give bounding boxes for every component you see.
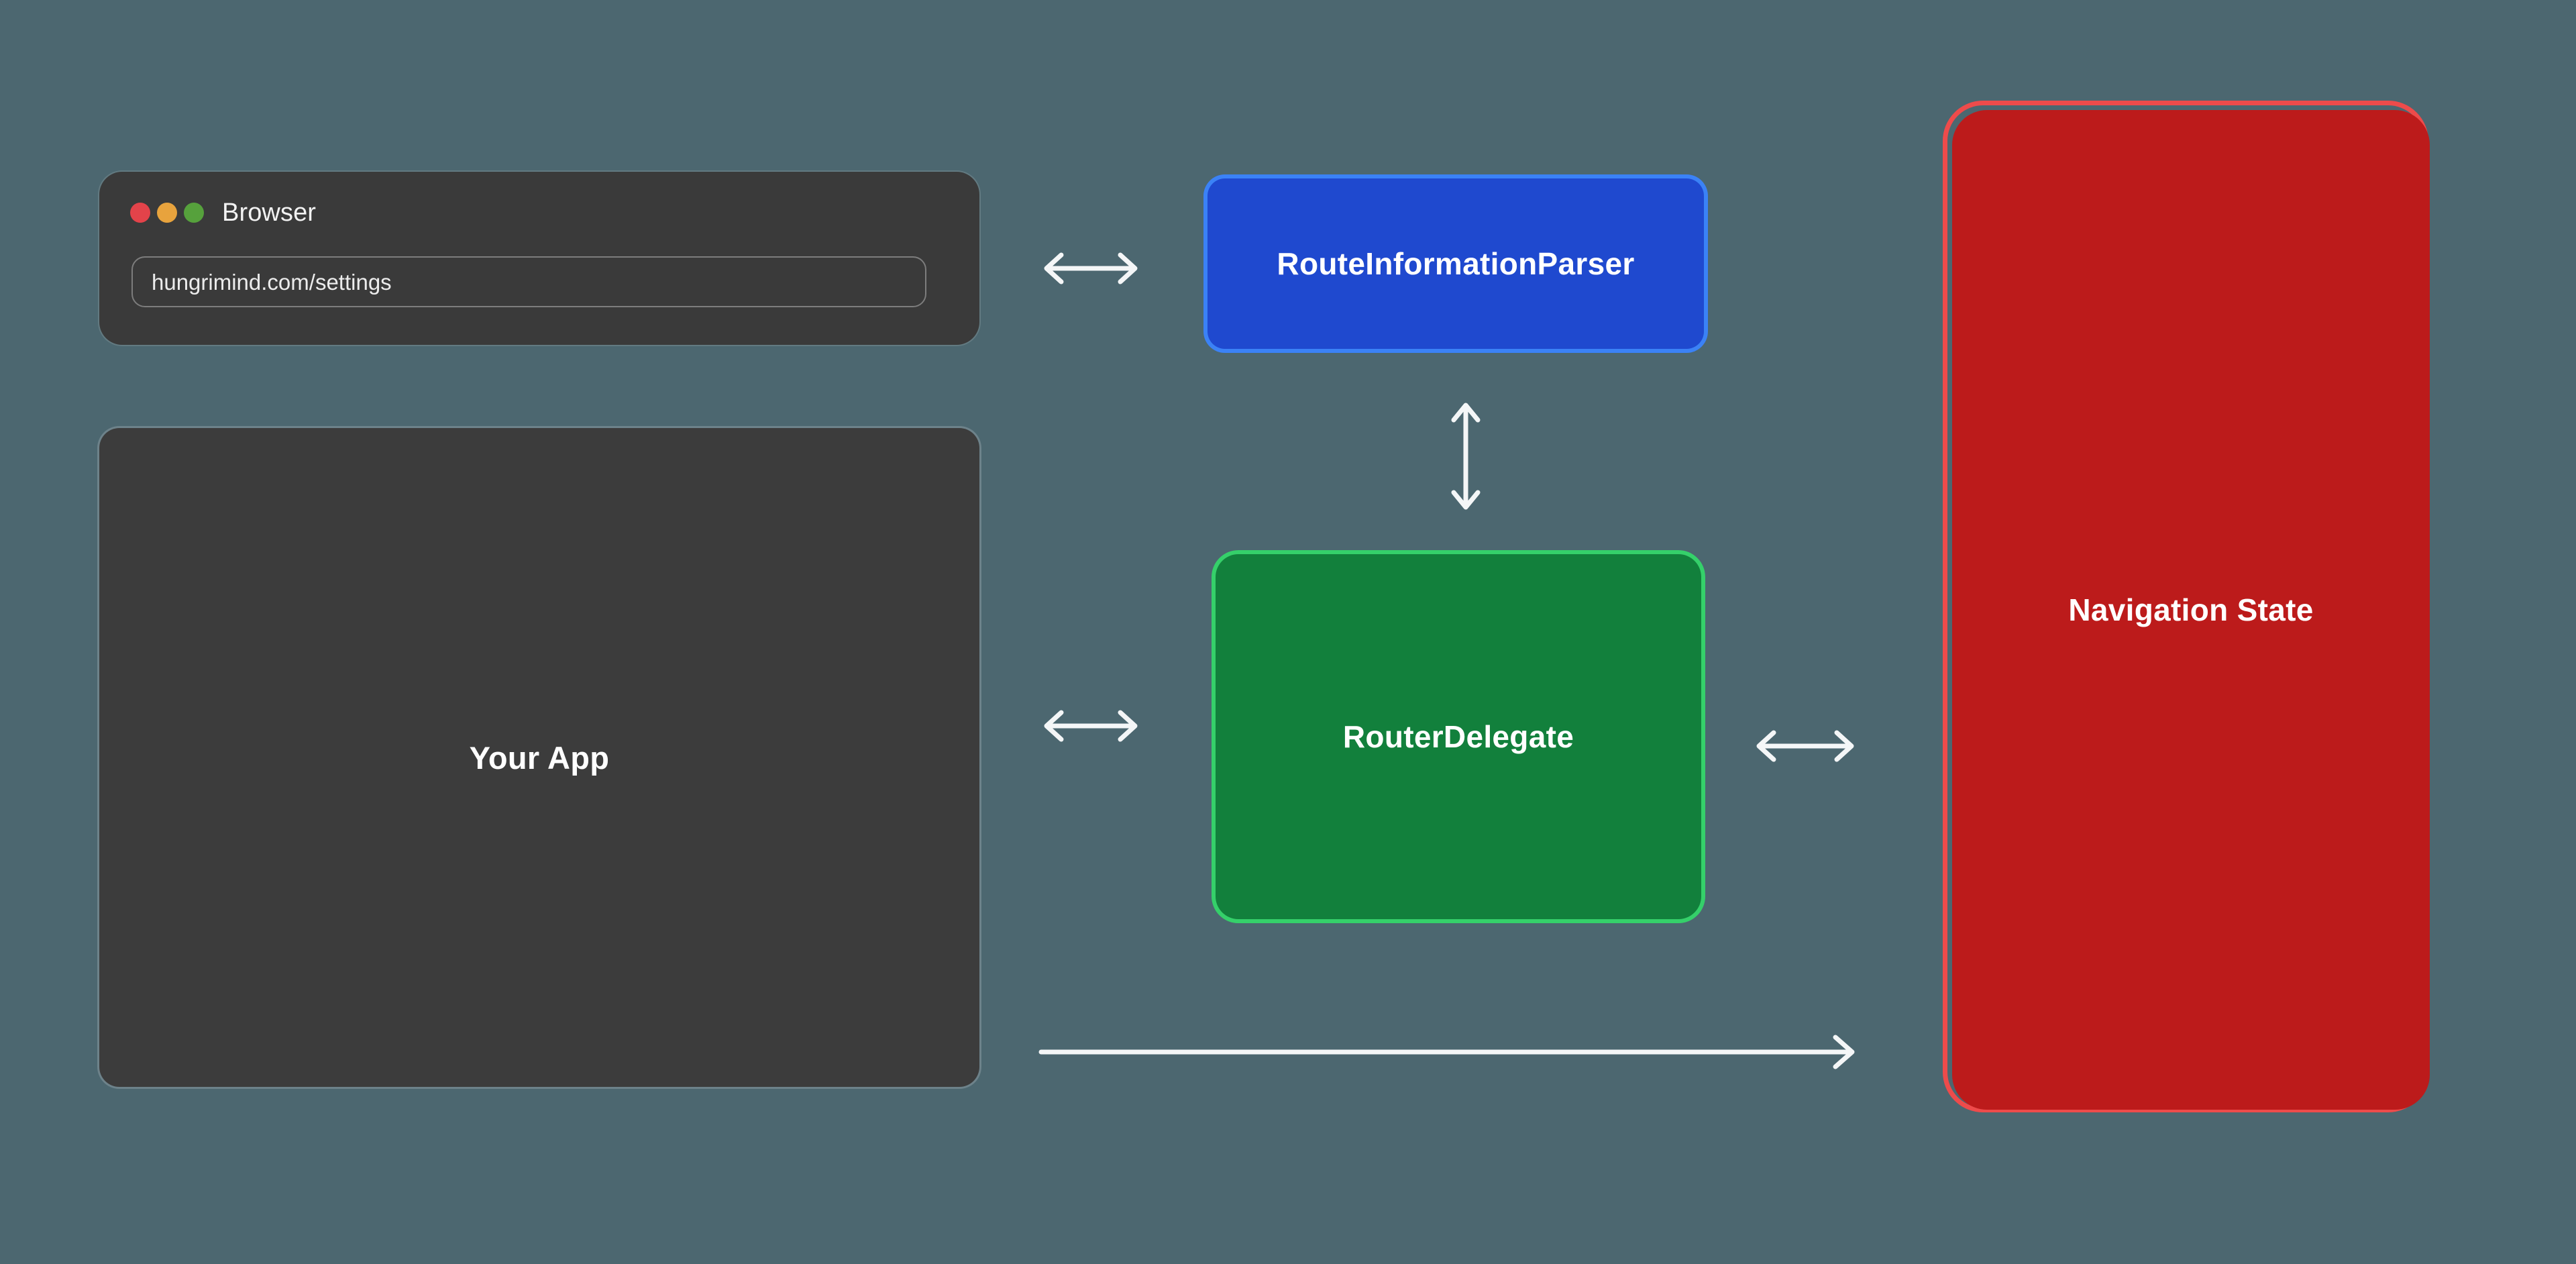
arrow-browser-to-parser-icon — [1038, 248, 1143, 288]
arrow-app-to-delegate-icon — [1038, 706, 1143, 746]
your-app-panel: Your App — [99, 428, 979, 1087]
navigation-state-label: Navigation State — [2068, 592, 2314, 627]
browser-window: Browser hungrimind.com/settings — [99, 172, 979, 345]
your-app-label: Your App — [469, 739, 610, 776]
route-information-parser-label: RouteInformationParser — [1277, 246, 1635, 281]
window-controls — [130, 203, 204, 223]
url-bar[interactable]: hungrimind.com/settings — [131, 256, 926, 307]
arrow-app-to-navigation-state-icon — [1038, 1033, 1860, 1071]
arrow-parser-to-delegate-icon — [1446, 397, 1486, 515]
browser-titlebar: Browser — [130, 200, 316, 225]
url-input[interactable]: hungrimind.com/settings — [152, 269, 392, 295]
minimize-window-icon[interactable] — [157, 203, 177, 223]
zoom-window-icon[interactable] — [184, 203, 204, 223]
router-delegate-label: RouterDelegate — [1342, 719, 1574, 754]
router-delegate-node: RouterDelegate — [1216, 554, 1701, 919]
route-information-parser-node: RouteInformationParser — [1208, 178, 1704, 349]
arrow-delegate-to-navigation-state-icon — [1751, 726, 1860, 766]
navigation-state-node: Navigation State — [1952, 110, 2430, 1110]
browser-title: Browser — [222, 199, 317, 227]
close-window-icon[interactable] — [130, 203, 150, 223]
